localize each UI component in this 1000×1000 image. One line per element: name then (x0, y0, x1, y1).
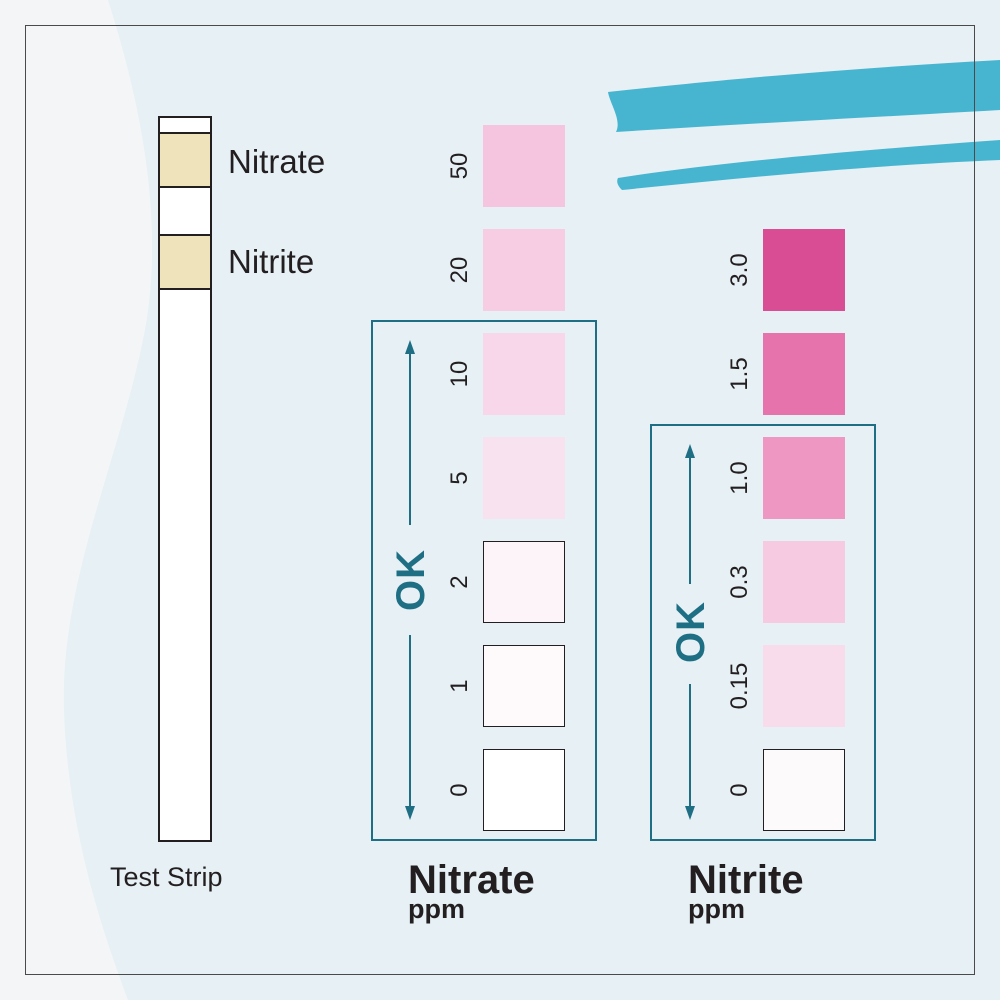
brush-stroke-bottom (617, 140, 1000, 190)
nitrite-scale-label: 1.0 (726, 461, 753, 495)
nitrite-pad-label: Nitrite (228, 243, 315, 280)
nitrite-swatch-1_5 (763, 333, 845, 415)
nitrite-swatch-0_15 (763, 645, 845, 727)
chart-frame (25, 25, 975, 975)
nitrite-pad (158, 234, 212, 290)
nitrate-swatch-20 (483, 229, 565, 311)
nitrite-swatch-0 (763, 749, 845, 831)
nitrate-ok-label: OK (389, 549, 433, 611)
nitrate-scale-label: 50 (446, 152, 473, 180)
nitrate-unit: ppm (408, 894, 465, 924)
nitrite-scale-label: 0.15 (726, 662, 753, 710)
nitrite-scale-label: 3.0 (726, 253, 753, 287)
nitrate-swatch-2 (483, 541, 565, 623)
nitrite-ok-range-box (650, 424, 876, 841)
strip-caption: Test Strip (110, 862, 223, 892)
nitrite-ok-label: OK (669, 601, 713, 663)
nitrate-pad-label: Nitrate (228, 143, 326, 180)
nitrate-ok-arrow (405, 340, 415, 820)
nitrate-scale-label: 20 (446, 256, 473, 284)
nitrate-swatch-5 (483, 437, 565, 519)
nitrate-scale-label: 10 (446, 360, 473, 388)
nitrate-scale-label: 1 (446, 679, 473, 693)
brush-stroke-top (608, 60, 1000, 132)
nitrate-scale-label: 2 (446, 575, 473, 589)
nitrate-swatch-1 (483, 645, 565, 727)
nitrite-ok-arrow (685, 444, 695, 820)
nitrate-title: Nitrate (408, 858, 535, 902)
test-strip (158, 116, 212, 842)
nitrite-scale-label: 0 (726, 783, 753, 797)
nitrite-title: Nitrite (688, 858, 804, 902)
nitrate-pad (158, 132, 212, 188)
nitrate-scale-label: 0 (446, 783, 473, 797)
nitrate-scale-label: 5 (446, 471, 473, 485)
nitrate-swatch-50 (483, 125, 565, 207)
nitrite-swatch-3_0 (763, 229, 845, 311)
nitrate-swatch-0 (483, 749, 565, 831)
nitrite-scale-label: 1.5 (726, 357, 753, 391)
nitrate-ok-range-box (371, 320, 597, 841)
nitrite-swatch-1_0 (763, 437, 845, 519)
nitrate-swatch-10 (483, 333, 565, 415)
nitrite-scale-label: 0.3 (726, 565, 753, 599)
nitrite-unit: ppm (688, 894, 745, 924)
nitrite-swatch-0_3 (763, 541, 845, 623)
